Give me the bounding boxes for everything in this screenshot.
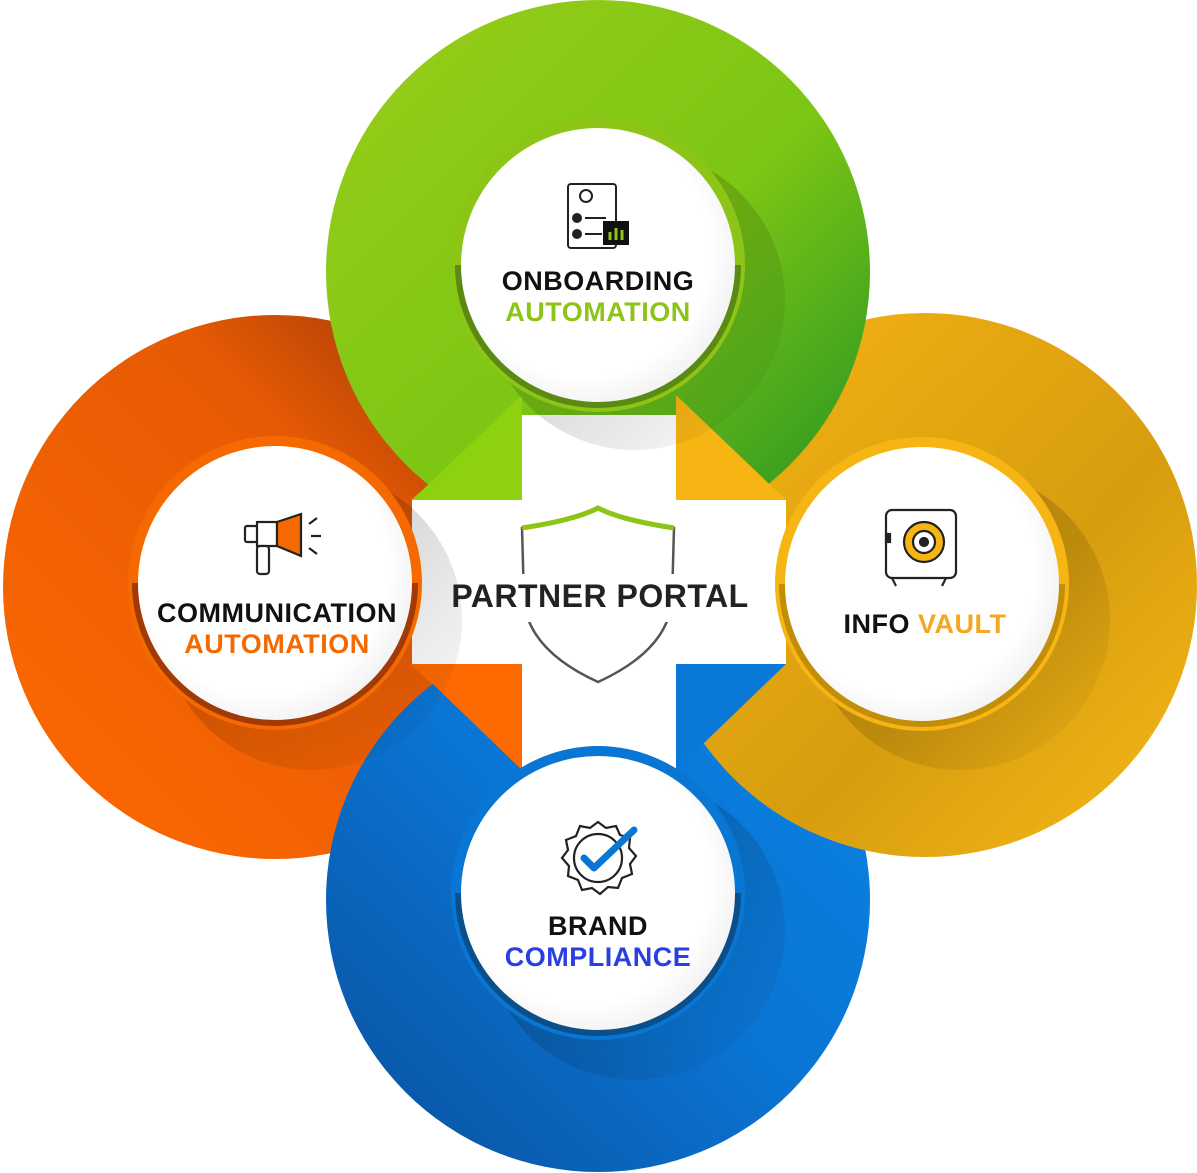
center-title: PARTNER PORTAL [451,578,749,614]
label-onboarding-line2: AUTOMATION [505,297,691,328]
node-info-vault [775,437,1110,770]
label-brand: BRAND COMPLIANCE [460,911,736,973]
checklist-chart-icon [567,183,629,249]
label-brand-line2: COMPLIANCE [504,942,692,973]
arrow-blue [676,664,786,770]
label-onboarding: ONBOARDING AUTOMATION [460,266,736,328]
megaphone-icon [243,512,321,576]
label-brand-line1: BRAND [548,911,648,941]
badge-check-icon [560,820,638,896]
node-communication [128,436,462,770]
label-onboarding-line1: ONBOARDING [501,266,695,296]
safe-vault-icon [884,508,958,587]
label-info-vault-word1: INFO [843,609,918,639]
arrow-green [412,395,522,500]
label-communication-line2: AUTOMATION [184,629,370,660]
label-communication-line1: COMMUNICATION [157,598,397,628]
label-info-vault: INFO VAULT [800,609,1050,640]
label-info-vault-word2: VAULT [918,609,1007,639]
node-onboarding [451,118,785,450]
label-communication: COMMUNICATION AUTOMATION [134,598,420,660]
